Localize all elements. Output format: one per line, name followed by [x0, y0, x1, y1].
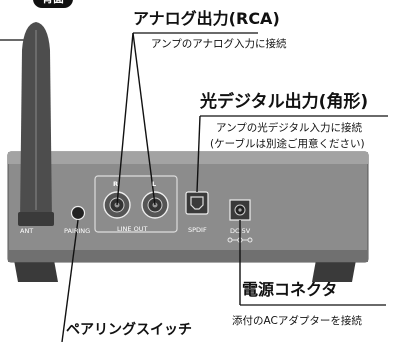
pairing-switch-title: ペアリングスイッチ — [66, 322, 192, 338]
optical-output-description: アンプの光デジタル入力に接続 — [216, 122, 363, 134]
device-bottom-edge — [8, 250, 368, 262]
optical-output-note: (ケーブルは別途ご用意ください) — [210, 138, 365, 150]
rear-view-badge: 背面 — [33, 0, 73, 8]
left-foot — [14, 260, 58, 282]
label-dc: DC 5V — [230, 227, 251, 235]
label-l: L — [152, 180, 157, 188]
line-out-frame — [94, 175, 178, 233]
label-spdif: SPDIF — [188, 226, 207, 234]
label-line-out: LINE OUT — [117, 225, 148, 233]
pairing-button — [70, 205, 86, 221]
rca-output-description: アンプのアナログ入力に接続 — [151, 38, 287, 50]
antenna-base — [18, 212, 54, 226]
label-ant: ANT — [20, 227, 34, 235]
rca-output-title: アナログ出力(RCA) — [133, 9, 280, 28]
label-pairing: PAIRING — [64, 227, 91, 235]
device-top-edge — [8, 152, 368, 164]
spdif-port — [185, 191, 209, 215]
pairing-leader-line — [61, 219, 79, 342]
power-connector-description: 添付のACアダプターを接続 — [232, 315, 362, 327]
optical-output-title: 光デジタル出力(角形) — [200, 92, 369, 112]
right-foot — [312, 260, 356, 282]
label-r: R — [113, 180, 119, 188]
power-connector-title: 電源コネクタ — [242, 280, 338, 299]
